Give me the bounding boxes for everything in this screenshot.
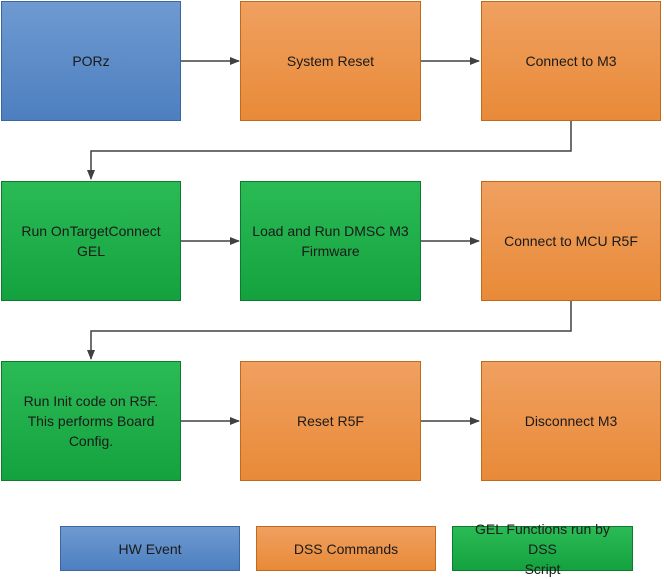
legend-gel-functions: GEL Functions run by DSS Script [452, 521, 633, 577]
step-disconnect-m3: Disconnect M3 [481, 361, 661, 481]
arrow-connect-mcu-to-run-init [87, 301, 572, 360]
step-run-init-code-r5f: Run Init code on R5F. This performs Boar… [1, 361, 181, 481]
step-connect-to-mcu-r5f: Connect to MCU R5F [481, 181, 661, 301]
step-system-reset: System Reset [240, 1, 421, 121]
legend-hw-event: HW Event [60, 526, 240, 571]
step-connect-to-m3: Connect to M3 [481, 1, 661, 121]
step-load-run-dmsc-firmware: Load and Run DMSC M3 Firmware [240, 181, 421, 301]
legend-dss-commands: DSS Commands [256, 526, 436, 571]
step-reset-r5f: Reset R5F [240, 361, 421, 481]
step-run-ontargetconnect-gel: Run OnTargetConnect GEL [1, 181, 181, 301]
step-porz: PORz [1, 1, 181, 121]
arrow-connect-m3-to-run-ontargetconnect [87, 121, 572, 180]
